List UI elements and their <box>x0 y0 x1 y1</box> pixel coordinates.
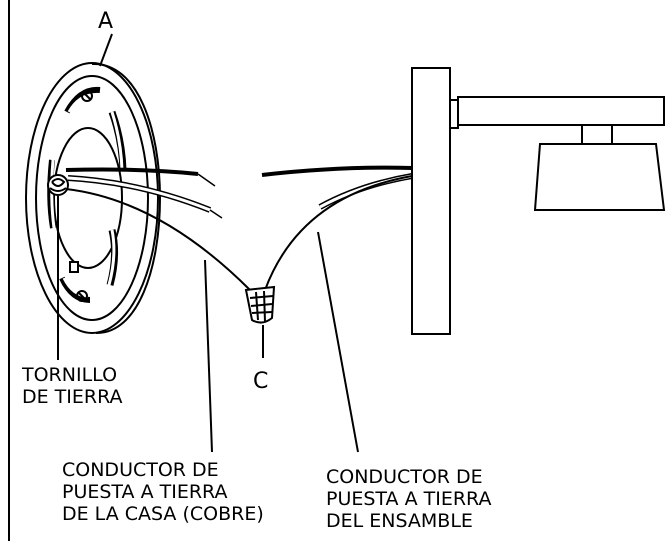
callout-a <box>99 33 113 67</box>
label-ground-screw-line-2: DE TIERRA <box>22 386 123 408</box>
label-assembly-ground-line-1: CONDUCTOR DE <box>326 466 483 488</box>
label-house-ground-line-1: CONDUCTOR DE <box>62 459 219 481</box>
label-c: C <box>253 369 269 394</box>
callout-assembly-ground <box>317 231 359 453</box>
label-assembly-ground: CONDUCTOR DE PUESTA A TIERRA DEL ENSAMBL… <box>326 466 491 532</box>
wire-nut-c <box>244 285 276 324</box>
ground-screw <box>47 174 69 196</box>
label-ground-screw-line-1: TORNILLO <box>22 364 118 386</box>
label-assembly-ground-line-2: PUESTA A TIERRA <box>326 488 492 510</box>
callout-lines <box>57 33 359 453</box>
house-wires <box>65 167 251 291</box>
callout-house-ground <box>204 259 213 453</box>
fixture-wires <box>261 165 413 291</box>
label-house-ground-line-3: DE LA CASA (COBRE) <box>62 503 264 525</box>
mounting-plate-a <box>25 62 162 335</box>
label-house-ground: CONDUCTOR DE PUESTA A TIERRA DE LA CASA … <box>62 459 264 525</box>
label-a: A <box>98 9 114 34</box>
label-ground-screw: TORNILLO DE TIERRA <box>22 364 123 408</box>
label-house-ground-line-2: PUESTA A TIERRA <box>62 481 228 503</box>
label-assembly-ground-line-3: DEL ENSAMBLE <box>326 510 473 532</box>
fixture-assembly <box>411 67 666 335</box>
